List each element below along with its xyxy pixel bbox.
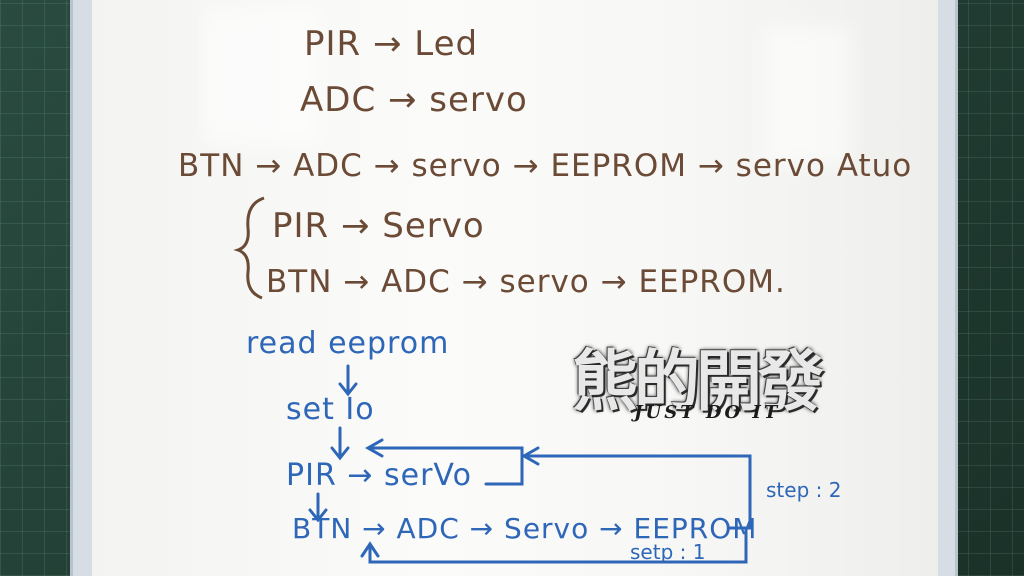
btn-chain-text: BTN → ADC → Servo → EEPROM — [292, 512, 758, 545]
logo-english-text: JUST DO IT — [634, 402, 781, 423]
step-2-label: step : 2 — [766, 478, 842, 502]
logo-chinese-text: 熊的開發 — [572, 343, 824, 420]
watermark-logo: 熊的開發 JUST DO IT — [572, 328, 834, 428]
brown-line-1: PIR → Led — [304, 24, 479, 64]
step-1-label: setp : 1 — [630, 540, 706, 564]
arrow-down — [308, 492, 328, 523]
arrow-down — [338, 364, 358, 397]
light-glare — [202, 6, 322, 146]
read-eeprom-text: read eeprom — [246, 326, 450, 361]
loop-arrow-step-2 — [364, 438, 524, 486]
loop-arrow-right — [520, 446, 752, 530]
pir-servo-text: PIR → serVo — [286, 458, 472, 493]
brown-line-4: PIR → Servo — [272, 206, 485, 246]
loop-arrow-step-1 — [360, 528, 748, 564]
brown-line-3: BTN → ADC → servo → EEPROM → servo Atuo — [178, 148, 913, 184]
brown-line-2: ADC → servo — [300, 80, 528, 120]
light-glare — [762, 26, 852, 166]
brace — [233, 196, 265, 300]
whiteboard — [92, 0, 938, 576]
brown-line-5: BTN → ADC → servo → EEPROM. — [266, 264, 786, 300]
set-io-text: set Io — [286, 392, 375, 427]
arrow-down — [330, 426, 350, 461]
